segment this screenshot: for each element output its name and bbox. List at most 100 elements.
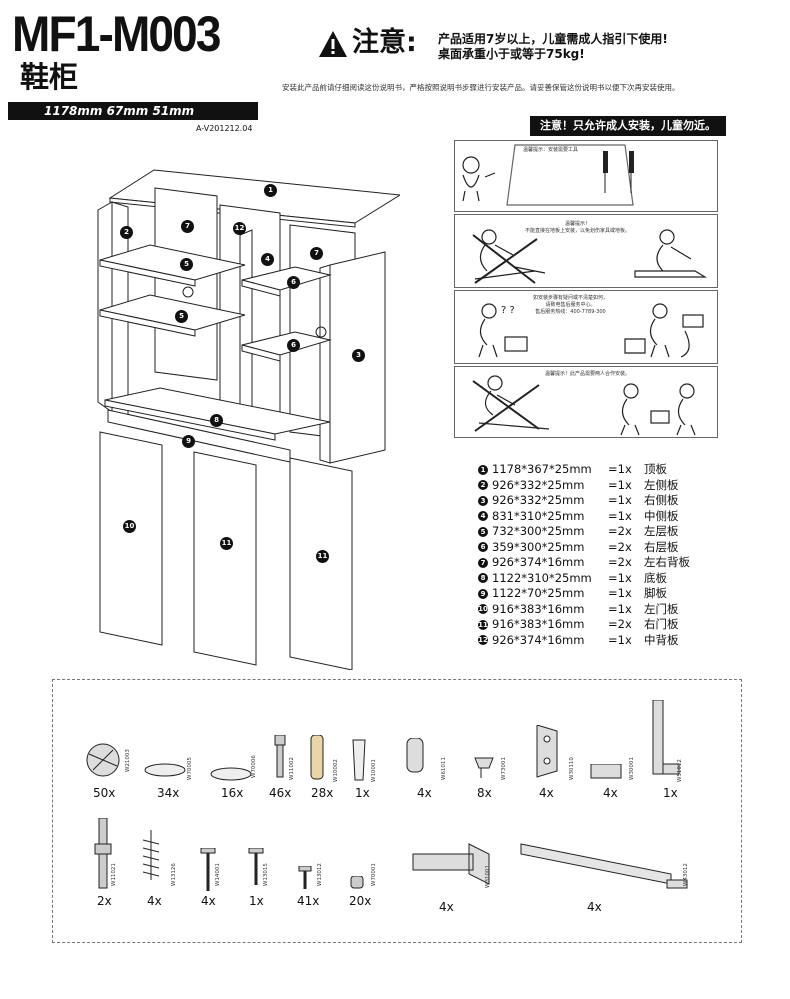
hardware-code: W51012 <box>677 759 683 782</box>
part-number-badge: 10 <box>478 604 488 615</box>
part-callout: 12 <box>233 222 246 235</box>
wood-dowel-icon <box>310 735 324 780</box>
hardware-code: W70006 <box>251 755 257 778</box>
long-screw-icon <box>248 848 264 885</box>
knob-icon <box>406 738 424 773</box>
part-number-badge: 1 <box>478 464 488 475</box>
part-name: 左右背板 <box>644 555 690 569</box>
part-dimension: 1122*70*25mm <box>492 586 585 600</box>
part-name: 脚板 <box>644 586 667 600</box>
cover-cap-large-icon <box>210 767 252 781</box>
hardware-code: W30110 <box>569 757 575 780</box>
install-notice: 安装此产品前请仔细阅读这份说明书，严格按照说明书步骤进行安装产品。请妥善保管这份… <box>282 83 680 92</box>
part-quantity: =1x <box>608 493 632 507</box>
hardware-quantity: 4x <box>417 786 432 800</box>
part-number-badge: 12 <box>478 635 488 646</box>
part-quantity: =1x <box>608 508 632 523</box>
part-callout: 9 <box>182 435 195 448</box>
parts-row: 10 916*383*16mm =1x 左门板 <box>478 602 690 618</box>
wall-anchor-icon <box>352 739 366 781</box>
part-name: 右侧板 <box>644 493 679 507</box>
part-quantity: =1x <box>608 601 632 616</box>
part-dimension: 831*310*25mm <box>492 508 585 523</box>
hardware-quantity: 4x <box>147 894 162 908</box>
part-callout: 10 <box>123 520 136 533</box>
part-number-badge: 7 <box>478 557 488 568</box>
hardware-code: W61011 <box>441 757 447 780</box>
bracket-icon <box>590 764 622 779</box>
part-quantity: =1x <box>608 586 632 600</box>
hotline-note: 如安装步骤有疑问或不清楚如何，请致电售后服务中心。售后服务热线：400-7789… <box>533 295 609 315</box>
part-dimension: 926*332*25mm <box>492 477 585 492</box>
nail-icon <box>350 876 364 889</box>
part-callout: 4 <box>261 253 274 266</box>
caution-bar: 注意！只允许成人安装，儿童勿近。 <box>530 116 726 136</box>
part-number-badge: 3 <box>478 495 488 506</box>
part-name: 中侧板 <box>644 508 679 523</box>
floor-illustration <box>472 229 708 284</box>
hardware-code: W73001 <box>501 757 507 780</box>
spring-screw-icon <box>142 830 160 880</box>
warning-triangle-icon <box>319 31 347 57</box>
hardware-quantity: 1x <box>355 786 370 800</box>
exploded-diagram <box>97 169 400 670</box>
part-name: 左门板 <box>644 601 679 616</box>
two-person-illustration <box>472 375 696 436</box>
svg-text:? ?: ? ? <box>501 305 515 316</box>
part-name: 中背板 <box>644 632 679 647</box>
hardware-code: W11002 <box>289 757 295 780</box>
model-number: MF1-M003 <box>12 6 222 62</box>
part-name: 底板 <box>644 570 667 585</box>
hardware-code: W13126 <box>171 863 177 886</box>
screw-icon <box>200 848 216 891</box>
center-door-shape <box>193 451 257 666</box>
parts-row: 2 926*332*25mm =1x 左侧板 <box>478 478 690 494</box>
warning-title: 注意: <box>352 27 417 58</box>
part-number-badge: 2 <box>478 480 488 491</box>
part-quantity: =1x <box>608 632 632 647</box>
hardware-code: W21003 <box>125 749 131 772</box>
hardware-quantity: 1x <box>249 894 264 908</box>
part-callout: 2 <box>120 226 133 239</box>
dimensions-bar: 1178mm 67mm 51mm <box>8 102 258 120</box>
hardware-code: W70005 <box>187 757 193 780</box>
part-dimension: 916*383*16mm <box>492 601 585 616</box>
hardware-quantity: 4x <box>603 786 618 800</box>
hardware-quantity: 46x <box>269 786 292 800</box>
version-code: A-V201212.04 <box>196 124 253 133</box>
part-callout: 8 <box>210 414 223 427</box>
part-name: 右门板 <box>644 617 679 631</box>
hardware-code: W13012 <box>317 863 323 886</box>
tools-illustration <box>462 144 634 206</box>
hardware-code: W13015 <box>263 863 269 886</box>
part-callout: 11 <box>316 550 329 563</box>
cam-bolt-icon <box>274 735 286 778</box>
part-dimension: 359*300*25mm <box>492 539 585 554</box>
part-quantity: =2x <box>608 617 632 631</box>
panel-two-person: 温馨提示！此产品需要两人合作安装。 <box>454 366 718 438</box>
part-number-badge: 8 <box>478 573 488 584</box>
hardware-quantity: 4x <box>439 900 454 914</box>
part-dimension: 926*374*16mm <box>492 555 585 569</box>
part-quantity: =1x <box>608 570 632 585</box>
part-quantity: =1x <box>608 477 632 492</box>
part-callout: 11 <box>220 537 233 550</box>
part-number-badge: 11 <box>478 619 488 630</box>
part-callout: 5 <box>180 258 193 271</box>
hardware-code: W11021 <box>111 863 117 886</box>
hardware-quantity: 16x <box>221 786 244 800</box>
part-number-badge: 5 <box>478 526 488 537</box>
hardware-quantity: 4x <box>587 900 602 914</box>
part-name: 左层板 <box>644 524 679 538</box>
cabinet-hinge-icon <box>412 843 490 885</box>
part-number-badge: 9 <box>478 588 488 599</box>
part-name: 右层板 <box>644 539 679 554</box>
part-callout: 3 <box>352 349 365 362</box>
part-name: 左侧板 <box>644 477 679 492</box>
warning-line-age: 产品适用7岁以上，儿童需成人指引下使用! <box>438 32 668 46</box>
